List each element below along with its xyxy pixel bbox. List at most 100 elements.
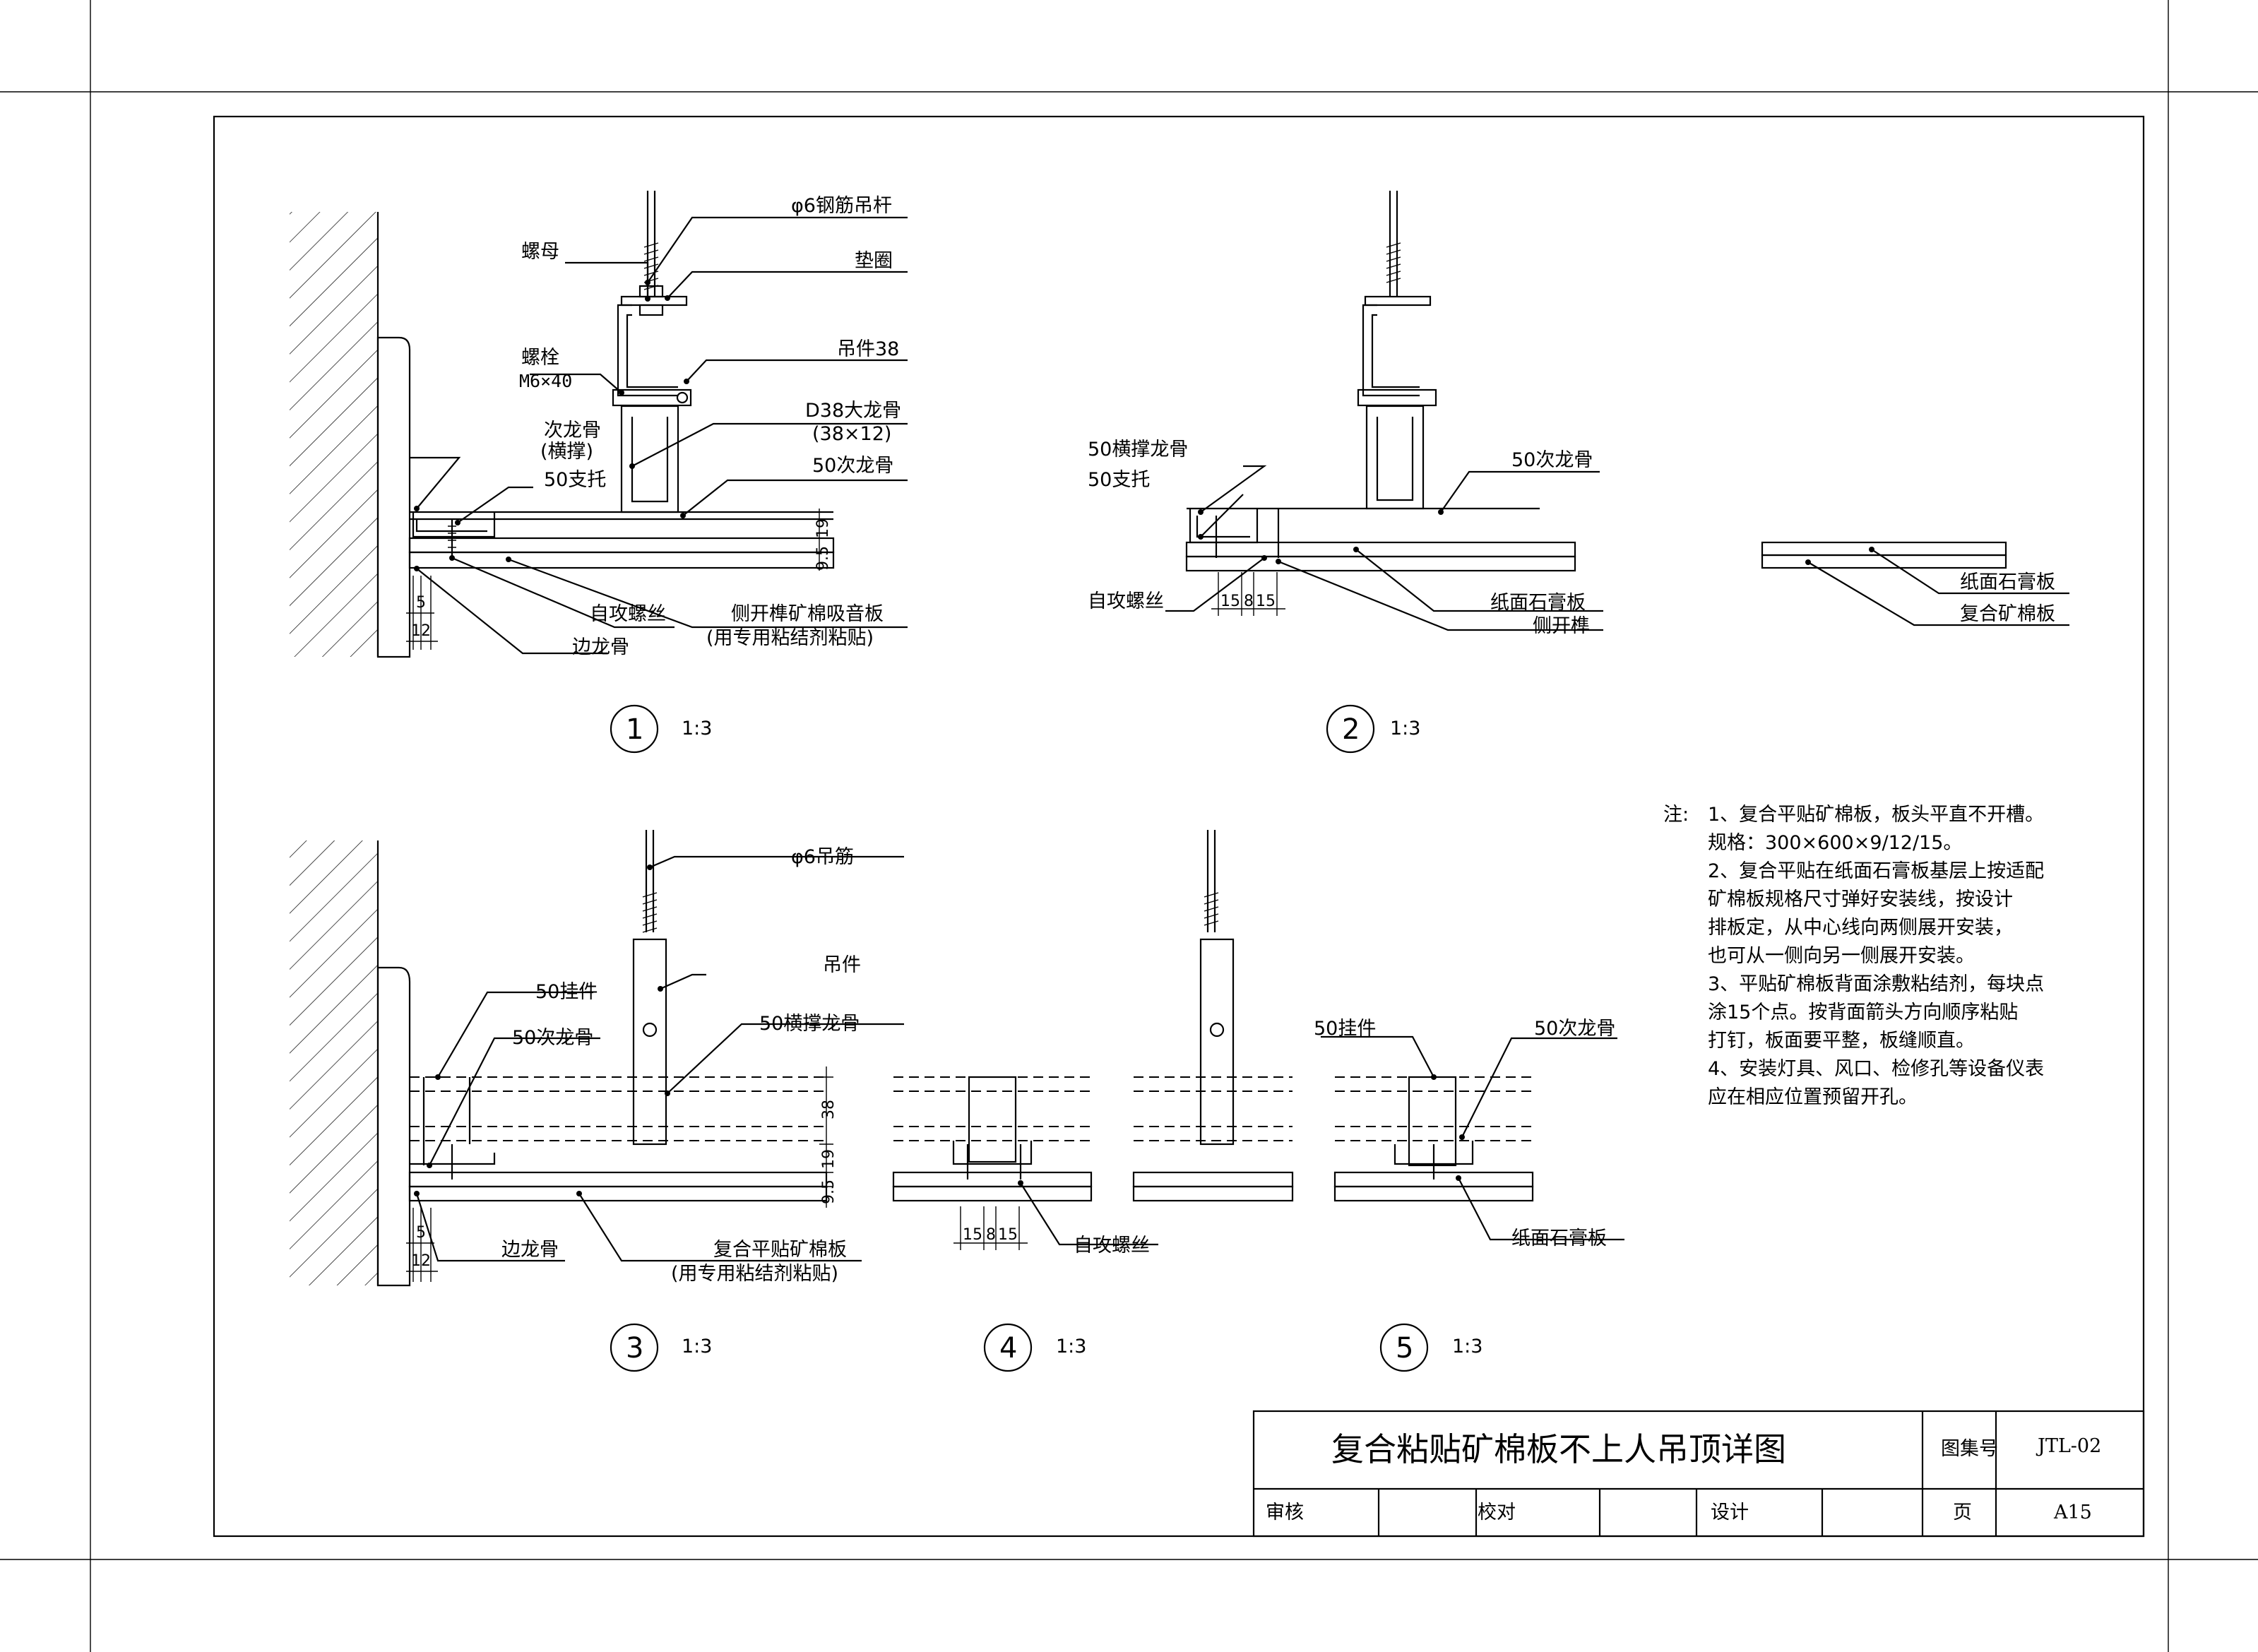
detail-1-no: 1 xyxy=(626,713,643,746)
label-bolt: 螺栓 xyxy=(521,347,559,369)
label-cross-keel: 50横撑龙骨 xyxy=(1088,439,1188,460)
design-label: 设计 xyxy=(1711,1502,1749,1523)
dim-15-4b: 15 xyxy=(998,1226,1018,1244)
label-bracket: 50支托 xyxy=(544,469,606,491)
dim-38: 38 xyxy=(820,1100,838,1119)
label-rod-3: φ6吊筋 xyxy=(791,846,854,868)
label-main-keel: D38大龙骨 xyxy=(805,400,901,422)
label-tenon: 侧开榫 xyxy=(1533,615,1590,637)
drawing-title: 复合粘贴矿棉板不上人吊顶详图 xyxy=(1331,1430,1786,1468)
detail-4: 15 8 15 自攻螺丝 4 1:3 xyxy=(892,1076,1158,1372)
label-mineral-legend: 复合矿棉板 xyxy=(1960,603,2055,625)
note-line-11: 应在相应位置预留开孔。 xyxy=(1708,1086,1918,1108)
label-sub-keel-5: 50次龙骨 xyxy=(1534,1018,1615,1040)
detail-5-marker xyxy=(1379,1323,1429,1372)
label-hanger: 吊件38 xyxy=(837,338,899,360)
dim-12: 12 xyxy=(411,622,431,640)
note-line-2: 规格：300×600×9/12/15。 xyxy=(1708,832,1962,854)
label-side-board-2: (用专用粘结剂粘贴) xyxy=(706,627,874,649)
label-edge-keel: 边龙骨 xyxy=(572,636,629,658)
detail-2-marker xyxy=(1326,704,1375,754)
label-hanger-3: 吊件 xyxy=(823,954,861,976)
page-no: A15 xyxy=(2053,1502,2092,1523)
dim-8: 8 xyxy=(1244,593,1254,610)
label-hook-5: 50挂件 xyxy=(1314,1018,1376,1040)
page-label: 页 xyxy=(1953,1502,1972,1523)
detail-2-no: 2 xyxy=(1342,713,1360,746)
label-board-3: 复合平贴矿棉板 xyxy=(713,1239,847,1261)
label-sub-keel-cross-2: (横撑) xyxy=(540,441,593,463)
detail-3-no: 3 xyxy=(626,1332,643,1365)
detail-1: 19 9.5 5 12 φ6钢筋吊杆 xyxy=(290,191,908,754)
label-gypsum-legend: 纸面石膏板 xyxy=(1960,571,2055,593)
gypsum-layer xyxy=(408,537,835,554)
dim-19: 19 xyxy=(814,518,832,538)
label-washer: 垫圈 xyxy=(855,250,893,272)
detail-3-marker xyxy=(610,1323,659,1372)
plaster-layer xyxy=(376,336,411,658)
label-screw-4: 自攻螺丝 xyxy=(1074,1235,1150,1256)
detail-2: 15 8 15 50横撑龙骨 50支托 50次龙骨 自攻螺丝 纸面石膏板 侧开榫… xyxy=(1088,191,1603,754)
dim-5-3: 5 xyxy=(416,1224,426,1242)
note-line-6: 也可从一侧向另一侧展开安装。 xyxy=(1708,945,1975,967)
title-block: 复合粘贴矿棉板不上人吊顶详图 图集号 JTL-02 审核 校对 设计 页 A15 xyxy=(1252,1410,2145,1538)
detail-1-marker xyxy=(610,704,659,754)
note-line-8: 涂15个点。按背面箭头方向顺序粘贴 xyxy=(1708,1002,2018,1023)
detail-3-scale: 1:3 xyxy=(682,1336,712,1357)
detail-5-scale: 1:3 xyxy=(1452,1336,1482,1357)
detail-4b xyxy=(1132,830,1294,1202)
wall-hatch xyxy=(290,212,378,657)
detail-5-no: 5 xyxy=(1396,1332,1413,1365)
label-sub-keel-2: 50次龙骨 xyxy=(1511,449,1593,471)
note-line-4: 矿棉板规格尺寸弹好安装线，按设计 xyxy=(1708,889,2013,910)
check-label: 校对 xyxy=(1478,1502,1516,1523)
detail-5: 50挂件 50次龙骨 纸面石膏板 5 1:3 xyxy=(1314,1018,1624,1372)
label-main-keel-spec: (38×12) xyxy=(812,423,891,445)
note-line-7: 3、平贴矿棉板背面涂敷粘结剂，每块点 xyxy=(1708,973,2044,995)
label-board-3-2: (用专用粘结剂粘贴) xyxy=(671,1263,838,1285)
detail-4-marker xyxy=(983,1323,1033,1372)
dim-15-a: 15 xyxy=(1220,593,1240,610)
dim-8-4: 8 xyxy=(986,1226,996,1244)
label-cross-keel-3: 50横撑龙骨 xyxy=(759,1013,860,1035)
label-sub-keel-cross: 次龙骨 xyxy=(544,420,601,441)
label-side-board: 侧开榫矿棉吸音板 xyxy=(731,603,884,625)
atlas-label: 图集号 xyxy=(1941,1438,1998,1460)
note-line-1: 1、复合平贴矿棉板，板头平直不开槽。 xyxy=(1708,804,2044,826)
label-screw-2: 自攻螺丝 xyxy=(1088,590,1164,612)
label-bracket-2: 50支托 xyxy=(1088,469,1150,491)
dim-9-5-3: 9.5 xyxy=(820,1179,838,1204)
note-line-9: 打钉，板面要平整，板缝顺直。 xyxy=(1708,1030,1975,1052)
label-hook-3: 50挂件 xyxy=(535,981,598,1003)
label-sub-keel: 50次龙骨 xyxy=(812,455,893,477)
notes-prefix: 注: xyxy=(1663,804,1689,826)
dim-15-4a: 15 xyxy=(963,1226,982,1244)
note-line-5: 排板定，从中心线向两侧展开安装， xyxy=(1708,917,2013,939)
detail-2-scale: 1:3 xyxy=(1390,718,1420,739)
note-line-10: 4、安装灯具、风口、检修孔等设备仪表 xyxy=(1708,1058,2044,1080)
detail-4-no: 4 xyxy=(999,1332,1017,1365)
atlas-no: JTL-02 xyxy=(2036,1435,2101,1457)
label-nut: 螺母 xyxy=(521,241,559,263)
note-line-3: 2、复合平贴在纸面石膏板基层上按适配 xyxy=(1708,860,2044,882)
review-label: 审核 xyxy=(1266,1502,1304,1523)
label-gypsum-2: 纸面石膏板 xyxy=(1490,592,1586,614)
detail-1-scale: 1:3 xyxy=(682,718,712,739)
dim-19-3: 19 xyxy=(820,1149,838,1169)
detail-4-scale: 1:3 xyxy=(1056,1336,1086,1357)
dim-15-b: 15 xyxy=(1256,593,1276,610)
label-sub-keel-3: 50次龙骨 xyxy=(512,1027,593,1049)
label-edge-keel-3: 边龙骨 xyxy=(501,1239,559,1261)
mineral-board-layer xyxy=(408,551,835,569)
label-rod: φ6钢筋吊杆 xyxy=(791,195,892,217)
detail-2b-layers: 纸面石膏板 复合矿棉板 xyxy=(1761,541,2069,626)
detail-3: 38 19 9.5 5 12 φ6吊筋 吊件 50横撑龙骨 50挂件 50次龙骨… xyxy=(290,830,904,1372)
label-screw: 自攻螺丝 xyxy=(590,603,666,625)
label-bolt-spec: M6×40 xyxy=(519,371,572,391)
dim-5: 5 xyxy=(416,594,426,612)
label-gypsum-5: 纸面石膏板 xyxy=(1511,1228,1607,1249)
notes: 注: 1、复合平贴矿棉板，板头平直不开槽。 规格：300×600×9/12/15… xyxy=(1663,804,2044,1108)
dim-12-3: 12 xyxy=(411,1252,431,1270)
